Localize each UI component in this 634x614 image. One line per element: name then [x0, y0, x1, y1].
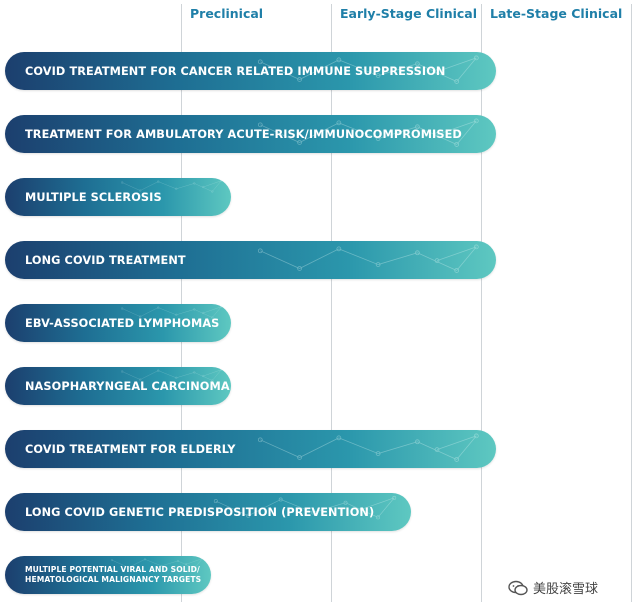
bar-texture: [257, 55, 479, 84]
pipeline-bar: LONG COVID GENETIC PREDISPOSITION (PREVE…: [5, 493, 411, 531]
bar-label: COVID TREATMENT FOR ELDERLY: [25, 442, 236, 456]
bar-label: EBV-ASSOCIATED LYMPHOMAS: [25, 316, 220, 330]
pipeline-bar: EBV-ASSOCIATED LYMPHOMAS: [5, 304, 231, 342]
bar-texture: [257, 433, 479, 462]
pipeline-bar: MULTIPLE SCLEROSIS: [5, 178, 231, 216]
bar-texture: [111, 557, 204, 570]
bar-texture: [257, 118, 479, 147]
pipeline-bar: COVID TREATMENT FOR ELDERLY: [5, 430, 496, 468]
bar-label: MULTIPLE POTENTIAL VIRAL AND SOLID/ HEMA…: [25, 565, 202, 584]
phase-gridline: [631, 4, 632, 602]
bar-texture: [121, 305, 223, 319]
bar-label: NASOPHARYNGEAL CARCINOMA: [25, 379, 230, 393]
phase-gridline: [331, 4, 332, 602]
watermark: 美股滚雪球: [508, 578, 598, 597]
pipeline-bar: MULTIPLE POTENTIAL VIRAL AND SOLID/ HEMA…: [5, 556, 211, 594]
phase-gridline: [481, 4, 482, 602]
bar-label: MULTIPLE SCLEROSIS: [25, 190, 162, 204]
bar-label: LONG COVID GENETIC PREDISPOSITION (PREVE…: [25, 505, 375, 519]
bar-texture: [121, 368, 223, 382]
phase-label: Late-Stage Clinical: [490, 6, 623, 21]
bar-texture: [121, 179, 223, 193]
bar-texture: [213, 495, 397, 520]
phase-label: Early-Stage Clinical: [340, 6, 478, 21]
bar-label: LONG COVID TREATMENT: [25, 253, 186, 267]
bar-label: COVID TREATMENT FOR CANCER RELATED IMMUN…: [25, 64, 446, 78]
bar-texture: [257, 244, 479, 273]
phase-gridline: [181, 4, 182, 602]
wechat-icon: [508, 580, 528, 595]
bar-label: TREATMENT FOR AMBULATORY ACUTE-RISK/IMMU…: [25, 127, 462, 141]
pipeline-bar: COVID TREATMENT FOR CANCER RELATED IMMUN…: [5, 52, 496, 90]
pipeline-bar: TREATMENT FOR AMBULATORY ACUTE-RISK/IMMU…: [5, 115, 496, 153]
phase-label: Preclinical: [190, 6, 264, 21]
pipeline-bar: NASOPHARYNGEAL CARCINOMA: [5, 367, 231, 405]
watermark-text: 美股滚雪球: [533, 582, 599, 597]
pipeline-bar: LONG COVID TREATMENT: [5, 241, 496, 279]
